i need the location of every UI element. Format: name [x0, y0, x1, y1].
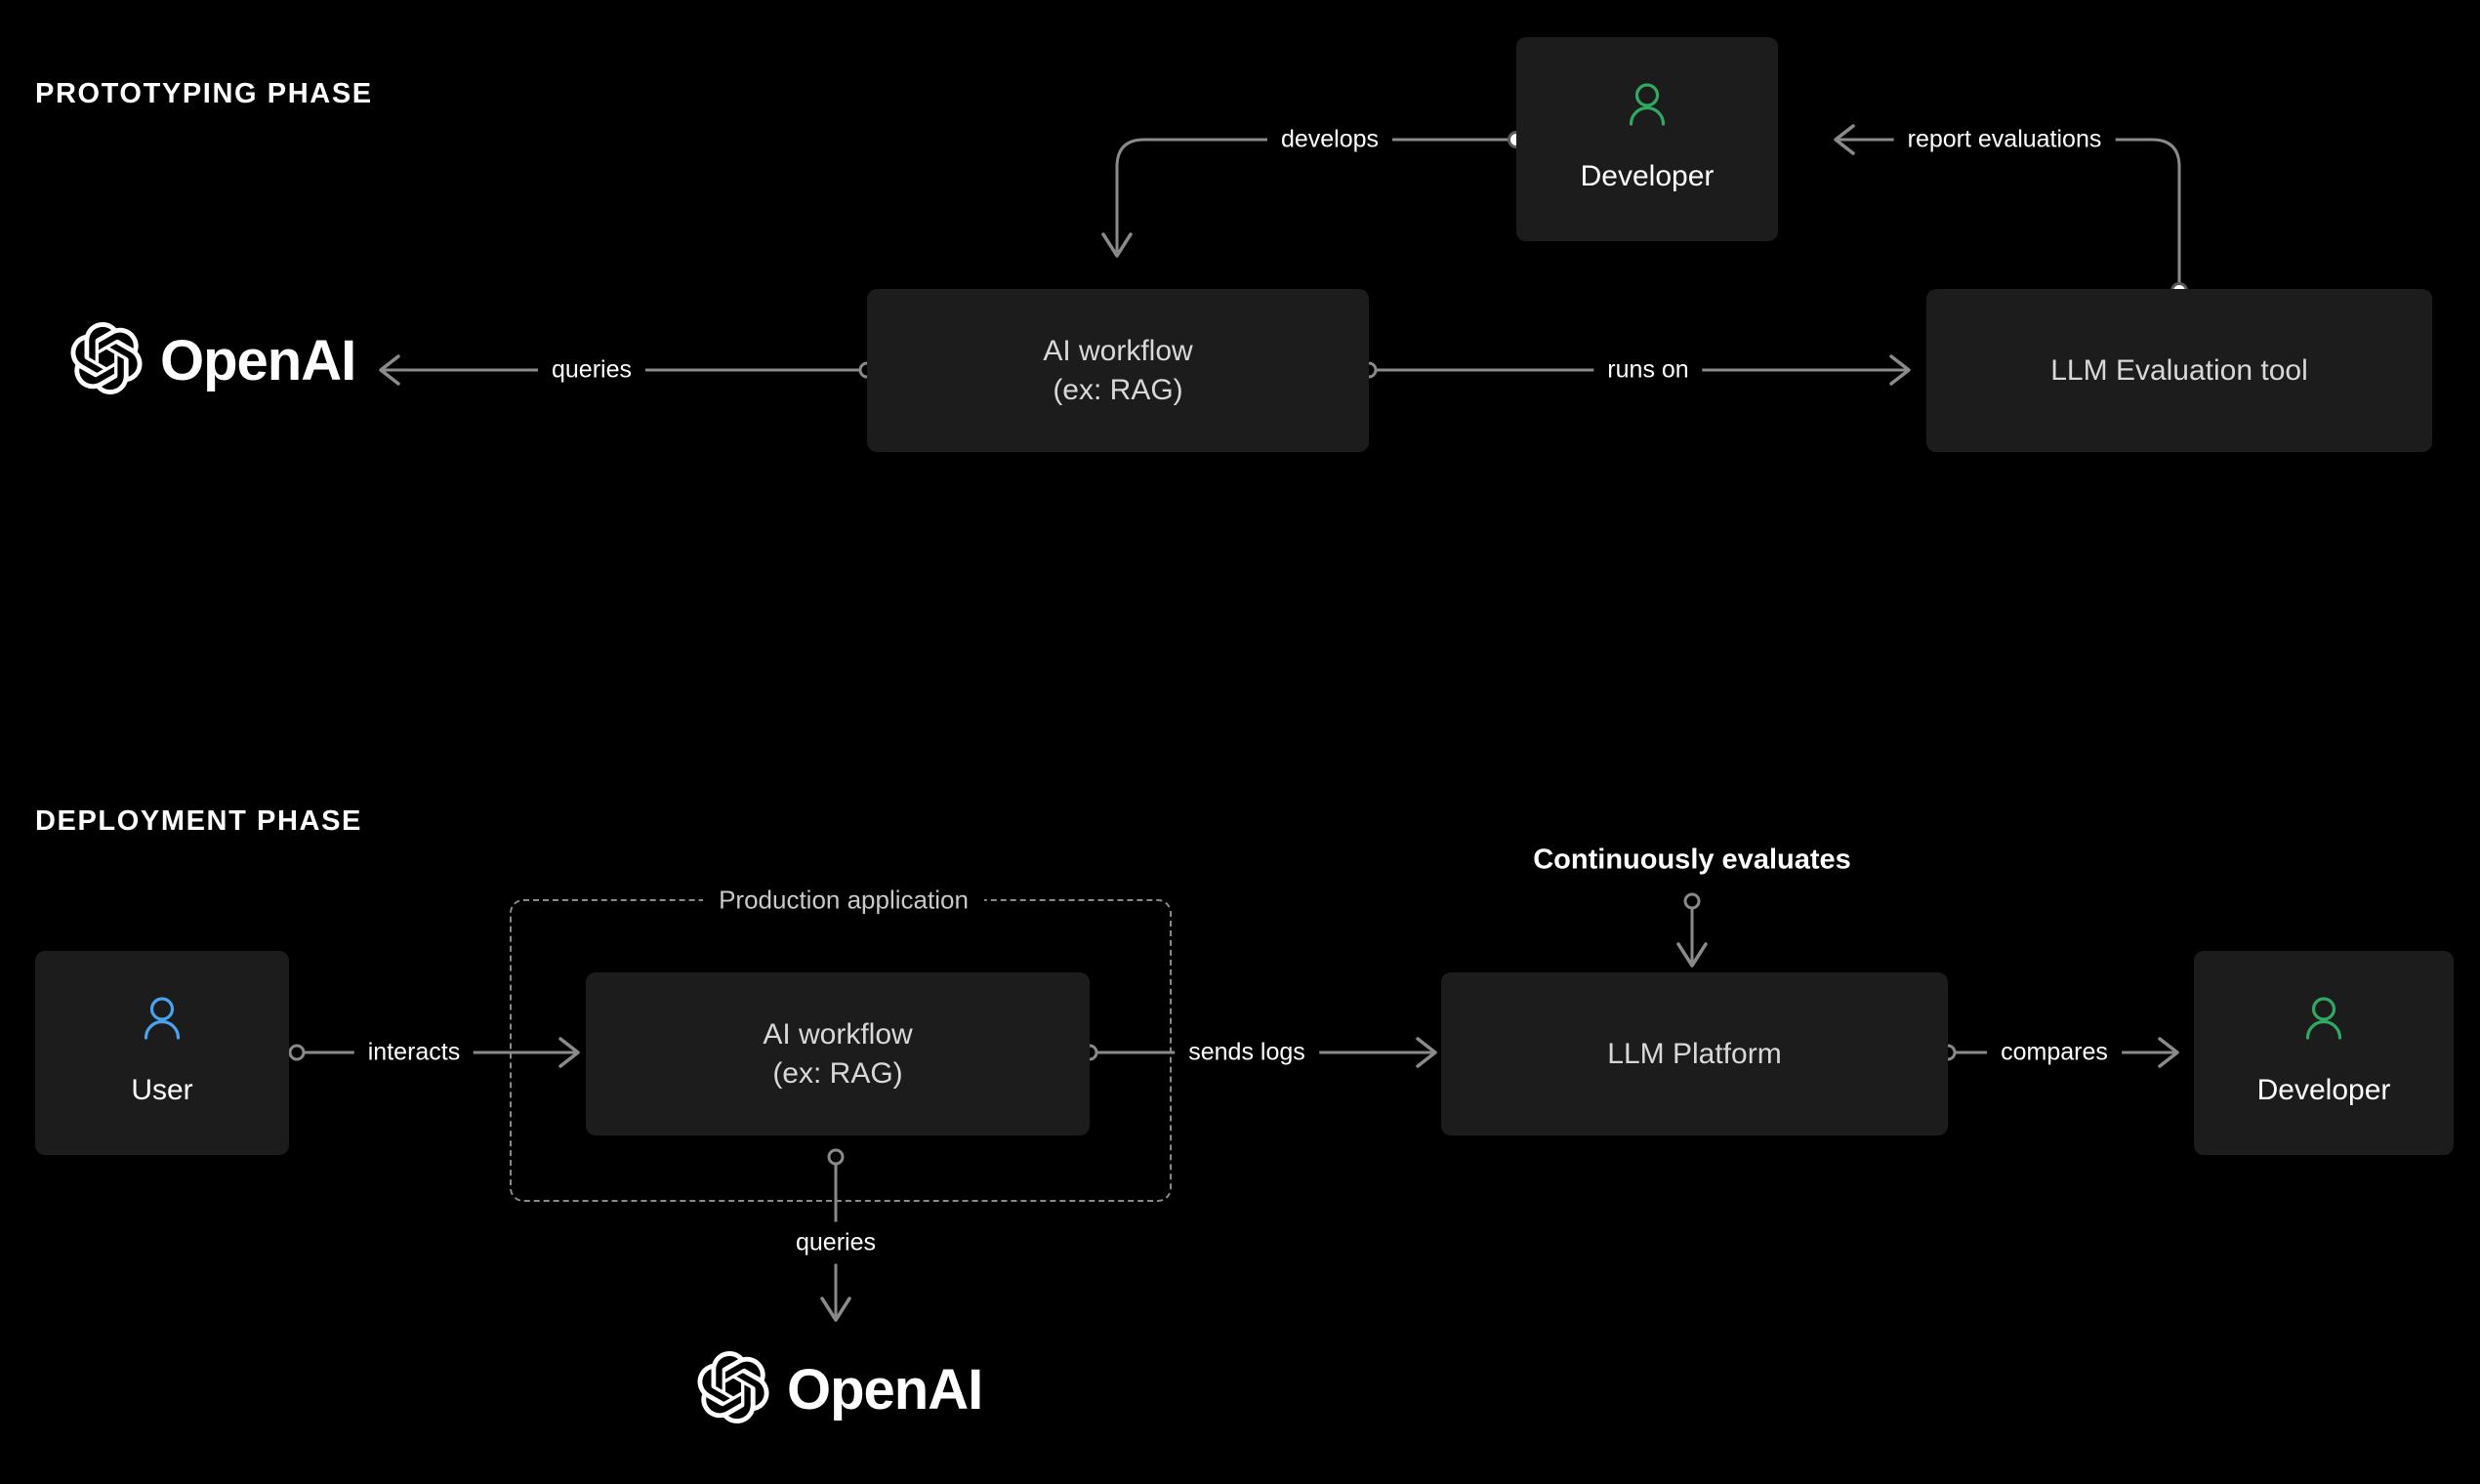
edge-label-queries-top: queries: [538, 349, 645, 392]
person-icon: [141, 996, 184, 1046]
node-ai-workflow-top-label: AI workflow (ex: RAG): [1043, 334, 1193, 406]
edge-continuously-evaluates: [1676, 892, 1708, 968]
edge-label-runs-on: runs on: [1593, 349, 1703, 392]
node-llm-evaluation-tool[interactable]: LLM Evaluation tool: [1926, 289, 2432, 452]
node-ai-workflow-bottom[interactable]: AI workflow (ex: RAG): [586, 972, 1090, 1135]
edge-label-sends-logs: sends logs: [1175, 1031, 1319, 1074]
openai-blossom-icon: [70, 322, 143, 399]
node-developer-top-label: Developer: [1580, 160, 1715, 192]
node-llm-evaluation-tool-label: LLM Evaluation tool: [2050, 353, 2308, 387]
openai-logo-bottom: OpenAI: [697, 1351, 983, 1428]
edge-label-continuously-evaluates: Continuously evaluates: [1533, 844, 1851, 876]
edge-label-queries-bottom: queries: [782, 1221, 889, 1264]
node-user[interactable]: User: [35, 951, 289, 1155]
node-developer-bottom-label: Developer: [2256, 1074, 2391, 1106]
node-developer-bottom[interactable]: Developer: [2194, 951, 2454, 1155]
node-llm-platform[interactable]: LLM Platform: [1441, 972, 1948, 1135]
node-llm-platform-label: LLM Platform: [1607, 1037, 1782, 1070]
openai-blossom-icon: [697, 1351, 769, 1428]
edge-label-interacts: interacts: [353, 1031, 475, 1074]
node-ai-workflow-bottom-label: AI workflow (ex: RAG): [763, 1017, 913, 1090]
openai-wordmark-bottom: OpenAI: [787, 1357, 983, 1422]
node-developer-top[interactable]: Developer: [1516, 37, 1778, 241]
group-production-application-label: Production application: [703, 885, 984, 916]
person-icon: [1626, 82, 1669, 132]
edge-label-compares: compares: [1987, 1031, 2122, 1074]
edge-label-develops: develops: [1266, 118, 1393, 161]
openai-wordmark-top: OpenAI: [160, 328, 356, 392]
prototyping-phase-title: PROTOTYPING PHASE: [35, 78, 373, 109]
node-ai-workflow-top[interactable]: AI workflow (ex: RAG): [867, 289, 1369, 452]
edge-label-report-evaluations: report evaluations: [1893, 118, 2116, 161]
person-icon: [2302, 996, 2345, 1046]
deployment-phase-title: DEPLOYMENT PHASE: [35, 805, 362, 837]
openai-logo-top: OpenAI: [70, 322, 356, 399]
node-user-label: User: [131, 1074, 193, 1106]
